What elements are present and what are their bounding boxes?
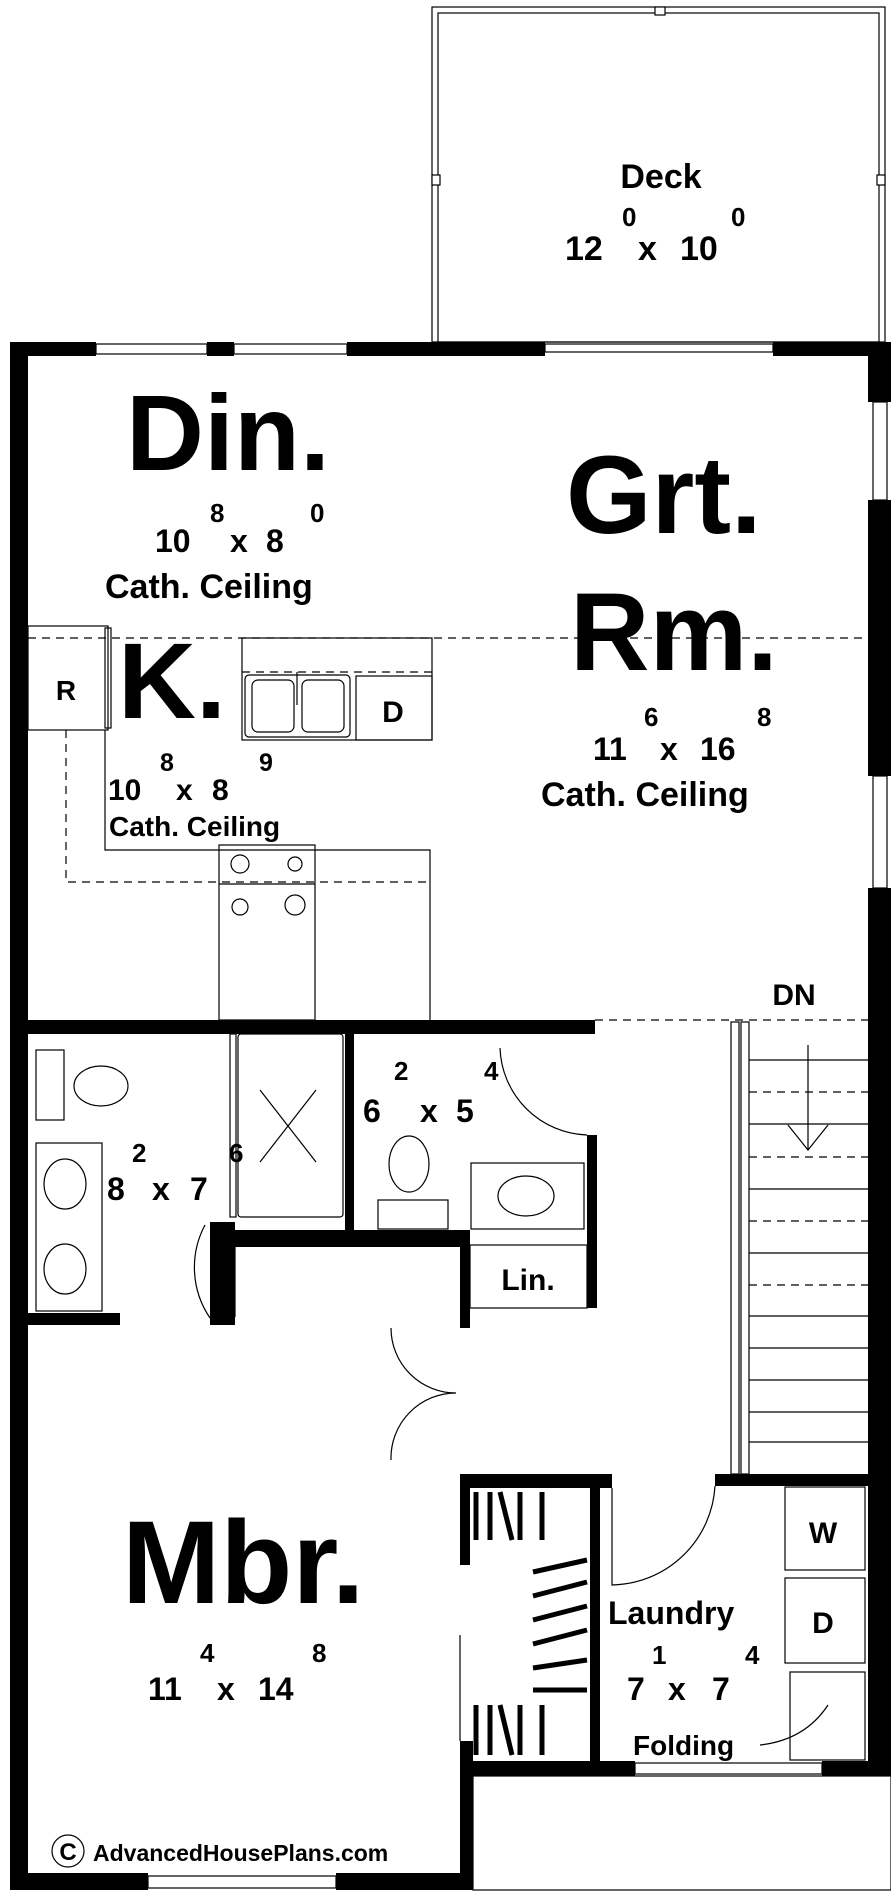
closet-hangers bbox=[473, 1491, 588, 1756]
svg-text:10: 10 bbox=[680, 230, 718, 268]
svg-text:4: 4 bbox=[484, 1056, 499, 1086]
svg-text:10: 10 bbox=[108, 774, 141, 807]
svg-text:9: 9 bbox=[259, 749, 273, 777]
folding-counter bbox=[789, 1671, 866, 1761]
washer bbox=[784, 1486, 866, 1571]
dining-label: Din. bbox=[126, 372, 330, 493]
svg-text:0: 0 bbox=[310, 498, 324, 528]
svg-text:16: 16 bbox=[700, 731, 736, 767]
great-room-label-2: Rm. bbox=[570, 571, 778, 694]
svg-text:x: x bbox=[217, 1671, 235, 1707]
svg-text:x: x bbox=[176, 774, 193, 807]
washer-label: W bbox=[809, 1517, 838, 1550]
svg-text:11: 11 bbox=[148, 1671, 182, 1707]
svg-text:1: 1 bbox=[652, 1640, 666, 1670]
svg-text:x: x bbox=[638, 230, 657, 268]
svg-text:AdvancedHousePlans.com: AdvancedHousePlans.com bbox=[93, 1840, 388, 1866]
kitchen-fixtures bbox=[27, 625, 433, 1021]
window bbox=[233, 343, 348, 355]
deck bbox=[431, 6, 886, 343]
svg-text:14: 14 bbox=[258, 1671, 294, 1707]
master-bedroom-label: Mbr. bbox=[122, 1497, 365, 1629]
laundry-dimensions: 7 1 x 7 4 bbox=[627, 1640, 760, 1707]
svg-text:4: 4 bbox=[745, 1640, 760, 1670]
svg-text:8: 8 bbox=[160, 749, 174, 777]
folding-label: Folding bbox=[633, 1730, 734, 1761]
sliding-door bbox=[544, 343, 774, 353]
dishwasher bbox=[355, 675, 433, 741]
range bbox=[218, 844, 316, 1021]
bath2-dimensions: 6 2 x 5 4 bbox=[363, 1056, 499, 1129]
svg-text:8: 8 bbox=[210, 498, 224, 528]
svg-text:x: x bbox=[420, 1093, 438, 1129]
arrow-icon bbox=[759, 1704, 829, 1746]
great-room-ceiling-note: Cath. Ceiling bbox=[541, 776, 749, 814]
svg-text:7: 7 bbox=[712, 1671, 730, 1707]
svg-text:x: x bbox=[668, 1671, 686, 1707]
window bbox=[634, 1762, 823, 1775]
svg-text:2: 2 bbox=[394, 1056, 408, 1086]
bath1-dimensions: 8 2 x 7 6 bbox=[107, 1138, 243, 1207]
laundry-fixtures bbox=[759, 1486, 866, 1761]
copyright: C AdvancedHousePlans.com bbox=[51, 1834, 388, 1868]
stairs-down-label: DN bbox=[772, 979, 815, 1012]
svg-text:8: 8 bbox=[757, 702, 771, 732]
svg-text:8: 8 bbox=[107, 1171, 125, 1207]
interior-walls bbox=[10, 1020, 868, 1770]
kitchen-dimensions: 10 8 x 8 9 bbox=[108, 749, 273, 807]
kitchen-ceiling-note: Cath. Ceiling bbox=[109, 811, 280, 842]
svg-text:7: 7 bbox=[627, 1671, 645, 1707]
svg-text:2: 2 bbox=[132, 1138, 146, 1168]
dining-ceiling-note: Cath. Ceiling bbox=[105, 568, 313, 606]
svg-text:8: 8 bbox=[312, 1638, 326, 1668]
svg-text:6: 6 bbox=[229, 1138, 243, 1168]
deck-dimensions: 12 0 x 10 0 bbox=[565, 202, 745, 268]
svg-text:x: x bbox=[152, 1171, 170, 1207]
dishwasher-label: D bbox=[382, 696, 404, 729]
linen-label: Lin. bbox=[501, 1264, 554, 1297]
svg-text:x: x bbox=[230, 523, 248, 559]
svg-text:x: x bbox=[660, 731, 678, 767]
fridge-label: R bbox=[56, 675, 76, 706]
laundry-label: Laundry bbox=[608, 1595, 734, 1631]
svg-text:12: 12 bbox=[565, 230, 603, 268]
svg-text:0: 0 bbox=[622, 202, 636, 232]
window bbox=[872, 401, 888, 501]
dryer bbox=[784, 1577, 866, 1664]
svg-text:C: C bbox=[59, 1839, 76, 1866]
svg-text:10: 10 bbox=[155, 523, 191, 559]
bath-fixtures bbox=[35, 1033, 716, 1741]
deck-label: Deck bbox=[620, 158, 701, 196]
great-room-label: Grt. bbox=[566, 434, 762, 557]
dryer-label: D bbox=[812, 1607, 834, 1640]
svg-text:5: 5 bbox=[456, 1093, 474, 1129]
svg-text:0: 0 bbox=[731, 202, 745, 232]
window bbox=[147, 1875, 337, 1889]
master-dimensions: 11 4 x 14 8 bbox=[148, 1638, 326, 1707]
svg-text:6: 6 bbox=[644, 702, 658, 732]
great-room-dimensions: 11 6 x 16 8 bbox=[593, 702, 771, 767]
window bbox=[872, 775, 888, 889]
svg-text:6: 6 bbox=[363, 1093, 381, 1129]
shower bbox=[237, 1033, 344, 1218]
window bbox=[95, 343, 208, 355]
kitchen-label: K. bbox=[118, 620, 226, 741]
dining-dimensions: 10 8 x 8 0 bbox=[155, 498, 324, 559]
svg-text:7: 7 bbox=[190, 1171, 208, 1207]
svg-text:8: 8 bbox=[266, 523, 284, 559]
svg-text:11: 11 bbox=[593, 731, 627, 767]
copyright-icon bbox=[51, 1834, 85, 1868]
refrigerator bbox=[27, 625, 109, 731]
stairs bbox=[730, 1021, 868, 1475]
svg-text:4: 4 bbox=[200, 1638, 215, 1668]
svg-text:8: 8 bbox=[212, 774, 229, 807]
